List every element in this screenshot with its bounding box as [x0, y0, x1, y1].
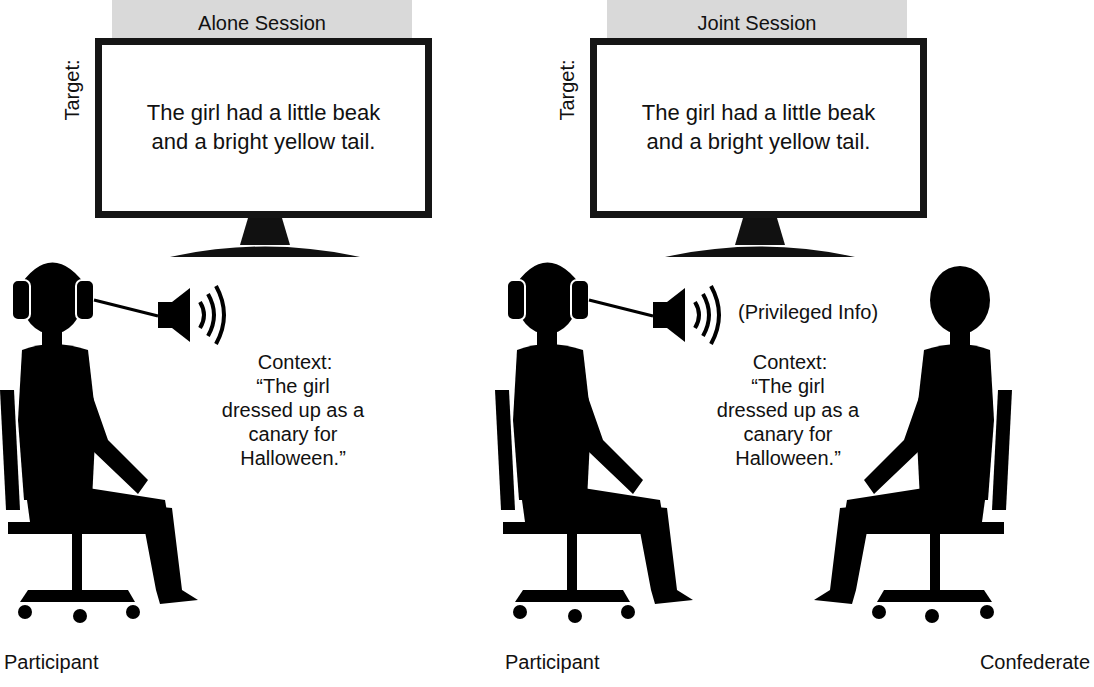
target-label: Target:: [555, 50, 579, 130]
privileged-note: (Privileged Info): [738, 300, 898, 324]
target-label: Target:: [60, 50, 84, 130]
context-label: Context:: [725, 350, 855, 374]
target-sentence: The girl had a little beak and a bright …: [144, 99, 384, 156]
participant-figure: [495, 266, 719, 623]
context-quote: “The girl dressed up as a canary for Hal…: [713, 374, 863, 470]
context-label: Context:: [230, 350, 360, 374]
role-label: Confederate: [940, 650, 1090, 674]
role-label: Participant: [505, 650, 655, 674]
monitor-screen: The girl had a little beak and a bright …: [590, 38, 927, 218]
header-text: Joint Session: [698, 12, 817, 35]
header-text: Alone Session: [198, 12, 326, 35]
monitor-stand: [170, 218, 360, 257]
participant-figure: [0, 266, 224, 623]
context-quote: “The girl dressed up as a canary for Hal…: [218, 374, 368, 470]
monitor-stand: [665, 218, 855, 257]
monitor-screen: The girl had a little beak and a bright …: [95, 38, 432, 218]
target-sentence: The girl had a little beak and a bright …: [639, 99, 879, 156]
role-label: Participant: [4, 650, 154, 674]
